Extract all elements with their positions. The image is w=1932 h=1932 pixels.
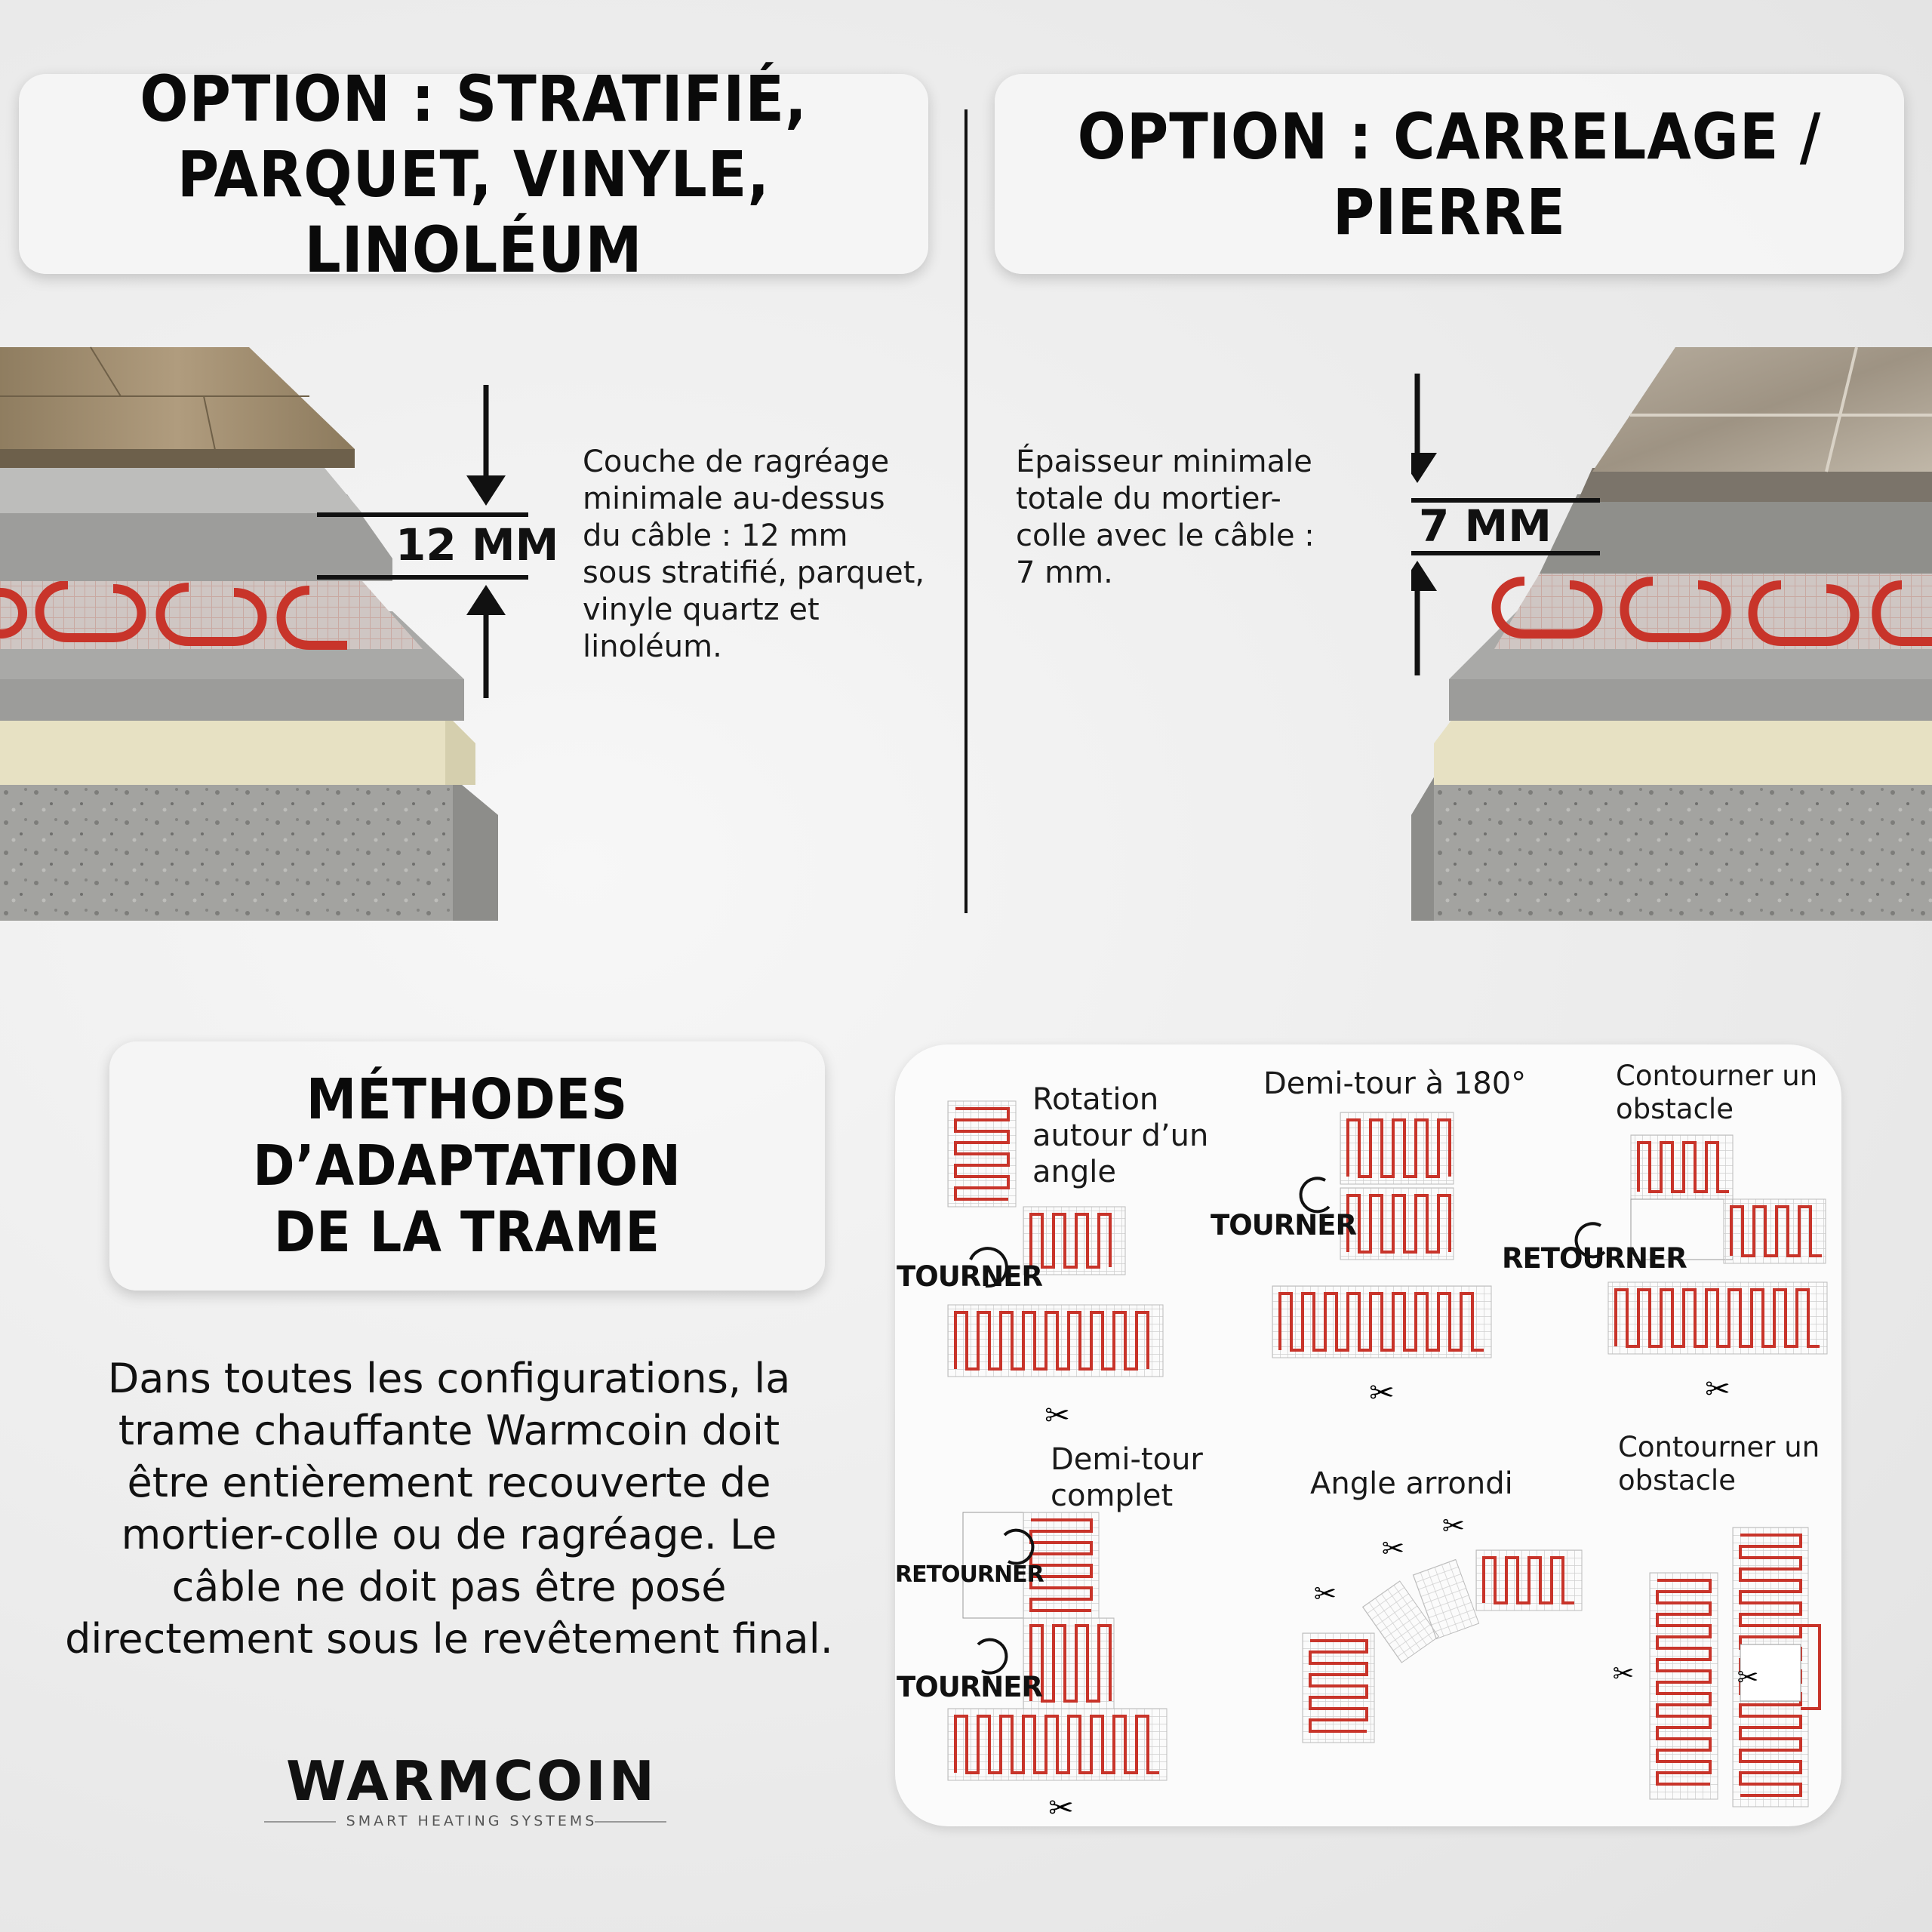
logo-rule-right <box>595 1821 666 1823</box>
laminate-floor-cross-section <box>0 346 498 921</box>
svg-text:✂: ✂ <box>1044 1398 1070 1433</box>
installation-note: Dans toutes les configurations, la trame… <box>65 1355 833 1663</box>
diagram-rotation: ✂ <box>947 1100 1164 1433</box>
diagram-bypass-obstacle-2: ✂ ✂ <box>1613 1527 1821 1807</box>
heating-cable <box>0 580 347 650</box>
right-measure-label: 7 MM <box>1419 500 1552 552</box>
left-description: Couche de ragréage minimale au-dessus du… <box>583 445 925 664</box>
svg-text:✂: ✂ <box>1048 1791 1074 1826</box>
section-divider <box>964 109 968 913</box>
insulation-layer <box>1434 713 1932 785</box>
adaptation-methods-card: ✂ ✂ ✂ <box>895 1044 1841 1826</box>
right-description: Épaisseur minimale totale du mortier- co… <box>1016 445 1315 590</box>
action-retourner-2: RETOURNER <box>895 1561 1044 1588</box>
right-measure-marker <box>1411 374 1600 675</box>
caption-bypass-1: Contourner un obstacle <box>1616 1060 1818 1125</box>
right-option-title: OPTION : CARRELAGE / PIERRE <box>1077 99 1822 249</box>
action-retourner-1: RETOURNER <box>1502 1242 1687 1275</box>
action-tourner-1: TOURNER <box>897 1260 1043 1293</box>
concrete-slab <box>0 777 498 921</box>
methods-title: MÉTHODES D’ADAPTATION DE LA TRAME <box>253 1067 681 1265</box>
methods-panel: MÉTHODES D’ADAPTATION DE LA TRAME <box>109 1041 825 1291</box>
svg-text:✂: ✂ <box>1382 1534 1404 1564</box>
insulation-layer <box>0 713 475 785</box>
svg-text:✂: ✂ <box>1442 1511 1465 1542</box>
caption-full-turn: Demi-tour complet <box>1051 1442 1203 1513</box>
diagram-half-turn: ✂ <box>1272 1112 1492 1411</box>
svg-text:✂: ✂ <box>1737 1663 1759 1693</box>
svg-text:✂: ✂ <box>1613 1659 1635 1689</box>
heating-cable <box>1491 577 1932 646</box>
diagram-full-turn: ✂ <box>947 1512 1168 1826</box>
caption-bypass-2: Contourner un obstacle <box>1618 1431 1820 1497</box>
svg-text:✂: ✂ <box>1314 1579 1337 1610</box>
stone-tiles <box>1592 347 1932 472</box>
svg-text:✂: ✂ <box>1369 1376 1395 1411</box>
left-option-title: OPTION : STRATIFIÉ, PARQUET, VINYLE, LIN… <box>140 61 808 287</box>
logo-rule-left <box>264 1821 336 1823</box>
concrete-slab <box>1411 777 1932 921</box>
right-option-panel: OPTION : CARRELAGE / PIERRE <box>995 74 1904 274</box>
left-measure-marker <box>317 385 528 698</box>
tile-adhesive-layer <box>1540 494 1932 574</box>
svg-text:✂: ✂ <box>1705 1372 1730 1407</box>
left-option-panel: OPTION : STRATIFIÉ, PARQUET, VINYLE, LIN… <box>19 62 928 287</box>
caption-rounded-corner: Angle arrondi <box>1310 1466 1513 1501</box>
brand-tagline: SMART HEATING SYSTEMS <box>346 1813 598 1829</box>
left-measure-label: 12 MM <box>395 519 559 571</box>
caption-half-turn: Demi-tour à 180° <box>1263 1066 1527 1101</box>
diagram-rounded-corner: ✂ ✂ ✂ <box>1302 1511 1583 1743</box>
diagram-bypass-obstacle: ✂ <box>1574 1134 1828 1407</box>
caption-rotation: Rotation autour d’un angle <box>1032 1082 1209 1189</box>
self-levelling-layer <box>0 494 392 581</box>
action-tourner-2: TOURNER <box>1211 1209 1357 1241</box>
wood-floor <box>0 347 355 468</box>
tile-floor-cross-section <box>1411 346 1932 921</box>
action-tourner-3: TOURNER <box>897 1671 1043 1703</box>
brand-logo: WARMCOIN <box>285 1749 658 1813</box>
adaptation-diagrams: ✂ ✂ ✂ <box>947 1100 1828 1826</box>
